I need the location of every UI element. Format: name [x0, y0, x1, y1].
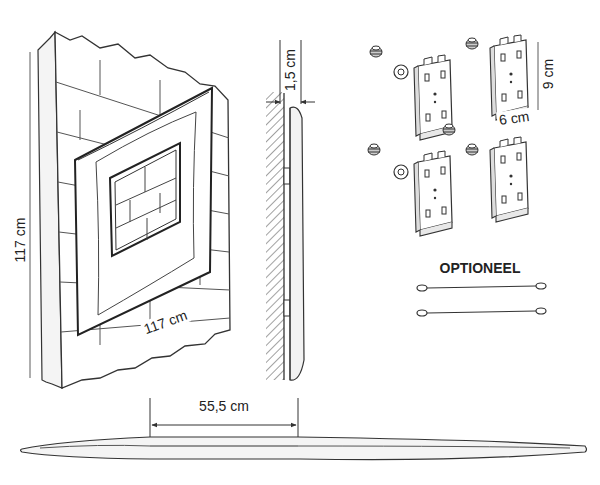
dimension-label: 9 cm [540, 57, 556, 91]
dimension-label: 1,5 cm [282, 47, 298, 93]
note-label: OPTIONEEL [438, 260, 523, 276]
dimension-label: 55,5 cm [197, 398, 251, 414]
dimension-label: 6 cm [496, 108, 532, 129]
dimension-label: 117 cm [12, 216, 28, 265]
